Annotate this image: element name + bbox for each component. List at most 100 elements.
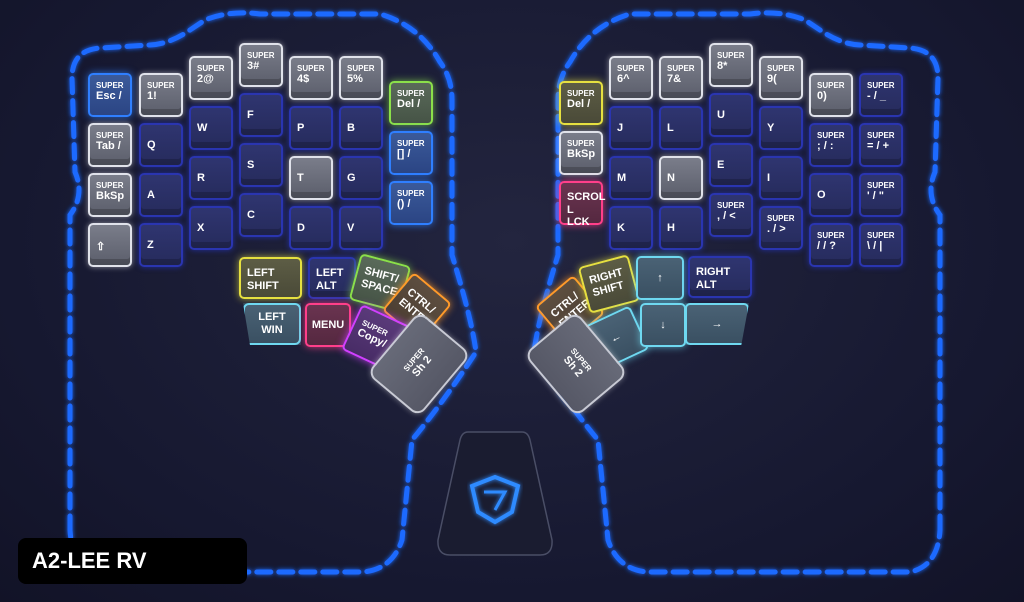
key-v[interactable]: V: [339, 206, 383, 250]
key-modifier: SUPER: [667, 64, 695, 73]
key-modifier: SUPER: [397, 139, 425, 148]
key-right-alt[interactable]: RIGHT ALT: [688, 256, 752, 298]
key-modifier: SUPER: [567, 89, 595, 98]
key-arrow-right[interactable]: →: [685, 303, 749, 345]
key-m[interactable]: M: [609, 156, 653, 200]
key-label: Del /: [567, 98, 591, 111]
key-i[interactable]: I: [759, 156, 803, 200]
key-c[interactable]: C: [239, 193, 283, 237]
key-super-period[interactable]: SUPER. / >: [759, 206, 803, 250]
key-super-quote[interactable]: SUPER' / ": [859, 173, 903, 217]
key-u[interactable]: U: [709, 93, 753, 137]
key-label: ; / :: [817, 140, 834, 153]
key-modifier: SUPER: [767, 214, 795, 223]
key-super-slash[interactable]: SUPER/ / ?: [809, 223, 853, 267]
key-scroll-lock[interactable]: SCROL L LCK: [559, 181, 605, 228]
key-d[interactable]: D: [289, 206, 333, 250]
key-label: LEFT SHIFT: [247, 267, 279, 292]
key-modifier: SUPER: [297, 64, 325, 73]
key-modifier: SUPER: [817, 131, 845, 140]
key-b[interactable]: B: [339, 106, 383, 150]
key-super-equals[interactable]: SUPER= / +: [859, 123, 903, 167]
key-modifier: SUPER: [147, 81, 175, 90]
key-modifier: SUPER: [197, 64, 225, 73]
key-arrow-up[interactable]: ↑: [636, 256, 684, 300]
key-modifier: SUPER: [96, 131, 124, 140]
key-f[interactable]: F: [239, 93, 283, 137]
key-left-win[interactable]: LEFT WIN: [243, 303, 301, 345]
key-label: R: [197, 172, 205, 184]
key-o[interactable]: O: [809, 173, 853, 217]
key-a[interactable]: A: [139, 173, 183, 217]
key-modifier: SUPER: [347, 64, 375, 73]
key-label: L: [667, 122, 674, 134]
key-label: U: [717, 109, 725, 121]
key-label: () /: [397, 198, 411, 211]
key-super-brackets[interactable]: SUPER[] /: [389, 131, 433, 175]
key-e[interactable]: E: [709, 143, 753, 187]
key-n[interactable]: N: [659, 156, 703, 200]
key-label: MENU: [311, 318, 345, 331]
key-x[interactable]: X: [189, 206, 233, 250]
key-label: / / ?: [817, 240, 836, 253]
key-super-semicolon[interactable]: SUPER; / :: [809, 123, 853, 167]
key-modifier: SUPER: [817, 231, 845, 240]
key-r[interactable]: R: [189, 156, 233, 200]
key-t[interactable]: T: [289, 156, 333, 200]
key-super-parens[interactable]: SUPER() /: [389, 181, 433, 225]
key-z[interactable]: Z: [139, 223, 183, 267]
key-super-minus[interactable]: SUPER- / _: [859, 73, 903, 117]
key-label: D: [297, 222, 305, 234]
key-label: Y: [767, 122, 775, 134]
key-label: BkSp: [96, 190, 125, 203]
key-l[interactable]: L: [659, 106, 703, 150]
key-arrow-down[interactable]: ↓: [640, 303, 686, 347]
key-h[interactable]: H: [659, 206, 703, 250]
key-w[interactable]: W: [189, 106, 233, 150]
key-label: H: [667, 222, 675, 234]
key-modifier: SUPER: [867, 131, 895, 140]
key-label: 5%: [347, 73, 363, 86]
key-k[interactable]: K: [609, 206, 653, 250]
key-label: 7&: [667, 73, 682, 86]
key-super-comma[interactable]: SUPER, / <: [709, 193, 753, 237]
key-g[interactable]: G: [339, 156, 383, 200]
key-label: LEFT ALT: [316, 267, 344, 292]
key-q[interactable]: Q: [139, 123, 183, 167]
key-label: B: [347, 122, 355, 134]
key-left-alt[interactable]: LEFT ALT: [308, 257, 356, 299]
key-y[interactable]: Y: [759, 106, 803, 150]
arrow-right-icon: →: [711, 317, 723, 330]
key-super-backslash[interactable]: SUPER\ / |: [859, 223, 903, 267]
key-j[interactable]: J: [609, 106, 653, 150]
key-label: 2@: [197, 73, 214, 86]
key-left-shift[interactable]: LEFT SHIFT: [239, 257, 302, 299]
key-modifier: SUPER: [867, 81, 895, 90]
key-s[interactable]: S: [239, 143, 283, 187]
key-label: Z: [147, 239, 154, 251]
key-modifier: SUPER: [867, 181, 895, 190]
key-modifier: SUPER: [617, 64, 645, 73]
key-p[interactable]: P: [289, 106, 333, 150]
key-label: Q: [147, 139, 156, 151]
key-modifier: SUPER: [96, 81, 124, 90]
key-shift-left[interactable]: ⇧: [88, 223, 132, 267]
shift-icon: ⇧: [96, 241, 106, 253]
key-menu[interactable]: MENU: [305, 303, 351, 347]
